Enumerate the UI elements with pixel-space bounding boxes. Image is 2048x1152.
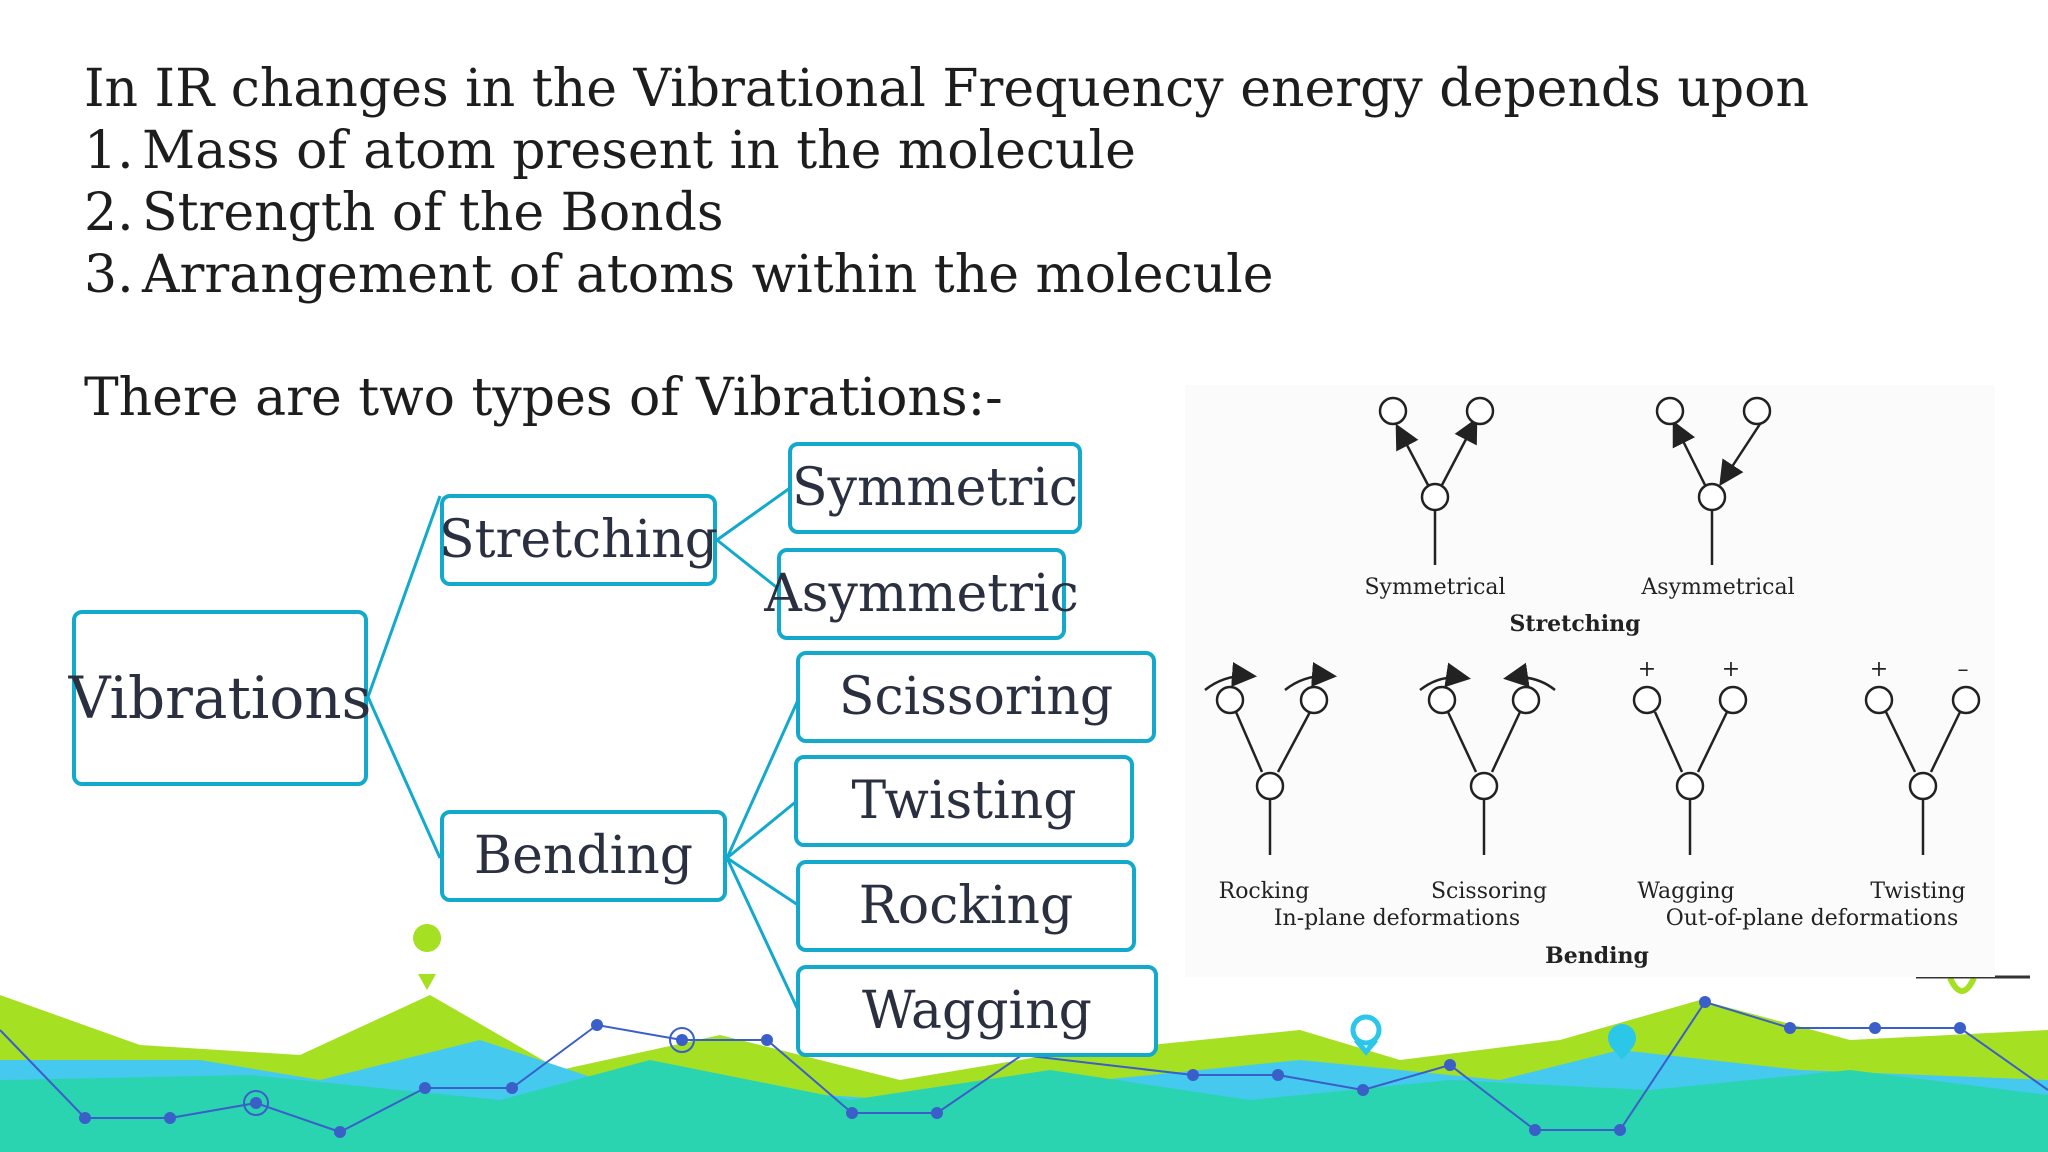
label-wagging: Wagging — [1637, 879, 1734, 904]
label-bending: Bending — [1545, 943, 1649, 969]
stretching-box: Stretching — [439, 494, 718, 586]
label-stretching: Stretching — [1510, 611, 1641, 637]
label-rocking: Rocking — [1219, 879, 1310, 904]
subheading: There are two types of Vibrations:- — [84, 368, 1003, 428]
label-in-plane: In-plane deformations — [1274, 906, 1520, 931]
molecule-asymmetrical — [1655, 396, 1772, 565]
symmetric-box: Symmetric — [788, 442, 1082, 534]
vibrations-box: Vibrations — [69, 610, 371, 786]
list-item: 1.Mass of atom present in the molecule — [84, 121, 1136, 181]
intro-text: In IR changes in the Vibrational Frequen… — [84, 58, 1809, 306]
label-asymmetrical: Asymmetrical — [1640, 575, 1794, 600]
twisting-box: Twisting — [794, 755, 1134, 847]
bending-box: Bending — [440, 810, 727, 902]
map-pin-filled-icon — [1608, 1024, 1636, 1060]
rocking-box: Rocking — [796, 860, 1136, 952]
map-pin-icon — [413, 924, 442, 990]
sign-plus: + — [1870, 657, 1888, 682]
scissoring-box: Scissoring — [796, 651, 1156, 743]
label-twisting: Twisting — [1870, 879, 1965, 904]
sign-minus: – — [1958, 657, 1969, 682]
molecule-symmetrical — [1378, 396, 1495, 565]
label-out-of-plane: Out-of-plane deformations — [1666, 906, 1959, 931]
sign-plus: + — [1638, 657, 1656, 682]
molecule-rocking — [1204, 662, 1337, 855]
sign-plus: + — [1722, 657, 1740, 682]
molecule-scissoring — [1419, 662, 1556, 855]
molecule-twisting — [1864, 685, 1981, 855]
list-item: 2.Strength of the Bonds — [84, 183, 724, 243]
map-pin-outline-icon — [1350, 1014, 1382, 1056]
map-pin-green-icon — [1947, 976, 1977, 994]
label-scissoring: Scissoring — [1431, 879, 1547, 904]
asymmetric-box: Asymmetric — [764, 548, 1079, 640]
molecule-wagging — [1632, 685, 1748, 855]
wagging-box: Wagging — [796, 965, 1158, 1057]
list-item: 3.Arrangement of atoms within the molecu… — [84, 245, 1274, 305]
data-point-markers — [79, 996, 1966, 1138]
intro-line: In IR changes in the Vibrational Frequen… — [84, 59, 1809, 119]
label-symmetrical: Symmetrical — [1364, 575, 1505, 600]
